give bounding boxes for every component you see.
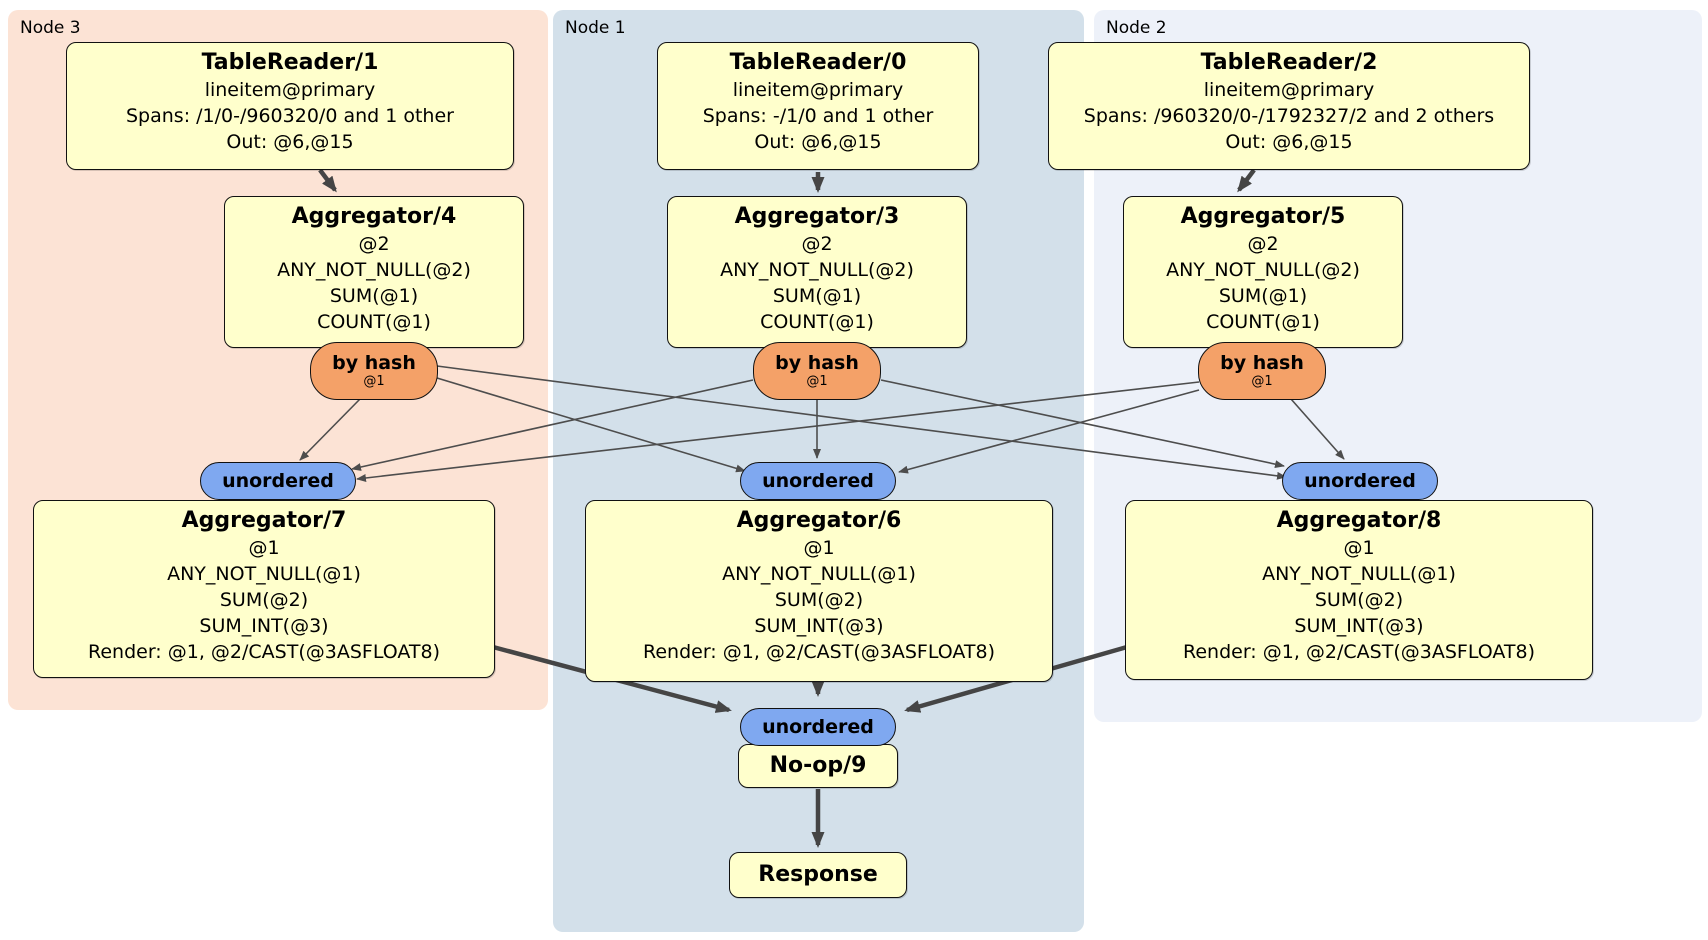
stream-unordered-center: unordered xyxy=(740,462,896,500)
stream-unordered-left: unordered xyxy=(200,462,356,500)
box-tablereader-2: TableReader/2 lineitem@primary Spans: /9… xyxy=(1048,42,1530,170)
box-line: SUM(@1) xyxy=(329,285,419,307)
box-line: SUM(@2) xyxy=(774,589,864,611)
router-label: by hash xyxy=(1220,352,1304,374)
stream-label: unordered xyxy=(222,470,334,492)
region-node-2-label: Node 2 xyxy=(1106,18,1167,38)
box-line: ANY_NOT_NULL(@2) xyxy=(277,259,471,281)
box-line: ANY_NOT_NULL(@1) xyxy=(722,563,916,585)
router-label: by hash xyxy=(332,352,416,374)
box-title: Aggregator/6 xyxy=(736,508,902,533)
box-line: Spans: /960320/0-/1792327/2 and 2 others xyxy=(1083,105,1495,127)
box-aggregator-3: Aggregator/3 @2 ANY_NOT_NULL(@2) SUM(@1)… xyxy=(667,196,967,348)
stream-unordered-right: unordered xyxy=(1282,462,1438,500)
box-title: Aggregator/8 xyxy=(1276,508,1442,533)
box-title: Aggregator/4 xyxy=(291,204,457,229)
box-line: SUM_INT(@3) xyxy=(199,615,329,637)
box-line: COUNT(@1) xyxy=(317,311,431,333)
router-by-hash-left: by hash @1 xyxy=(310,342,438,400)
box-line: SUM_INT(@3) xyxy=(754,615,884,637)
box-line: SUM(@1) xyxy=(1218,285,1308,307)
box-line: Render: @1, @2/CAST(@3ASFLOAT8) xyxy=(643,641,995,663)
box-title: Aggregator/7 xyxy=(181,508,347,533)
box-line: SUM(@2) xyxy=(1314,589,1404,611)
box-title: TableReader/0 xyxy=(729,50,907,75)
box-line: SUM(@1) xyxy=(772,285,862,307)
box-tablereader-0: TableReader/0 lineitem@primary Spans: -/… xyxy=(657,42,979,170)
router-by-hash-center: by hash @1 xyxy=(753,342,881,400)
box-line: @1 xyxy=(248,537,280,559)
box-line: @1 xyxy=(803,537,835,559)
box-line: ANY_NOT_NULL(@2) xyxy=(720,259,914,281)
box-aggregator-6: Aggregator/6 @1 ANY_NOT_NULL(@1) SUM(@2)… xyxy=(585,500,1053,682)
box-title: Aggregator/3 xyxy=(734,204,900,229)
hash-key-label: @1 xyxy=(1251,374,1273,389)
router-label: by hash xyxy=(775,352,859,374)
hash-key-label: @1 xyxy=(806,374,828,389)
box-line: Spans: /1/0-/960320/0 and 1 other xyxy=(126,105,454,127)
box-tablereader-1: TableReader/1 lineitem@primary Spans: /1… xyxy=(66,42,514,170)
box-title: No-op/9 xyxy=(769,753,867,778)
router-by-hash-right: by hash @1 xyxy=(1198,342,1326,400)
box-line: lineitem@primary xyxy=(1203,79,1375,101)
box-title: Response xyxy=(758,862,878,887)
region-node-3-label: Node 3 xyxy=(20,18,81,38)
box-line: Render: @1, @2/CAST(@3ASFLOAT8) xyxy=(1183,641,1535,663)
box-line: @1 xyxy=(1343,537,1375,559)
box-line: ANY_NOT_NULL(@2) xyxy=(1166,259,1360,281)
box-aggregator-7: Aggregator/7 @1 ANY_NOT_NULL(@1) SUM(@2)… xyxy=(33,500,495,678)
stream-label: unordered xyxy=(1304,470,1416,492)
box-line: Render: @1, @2/CAST(@3ASFLOAT8) xyxy=(88,641,440,663)
box-line: Out: @6,@15 xyxy=(754,131,882,153)
box-line: SUM(@2) xyxy=(219,589,309,611)
region-node-1-label: Node 1 xyxy=(565,18,626,38)
stream-unordered-final: unordered xyxy=(740,708,896,746)
hash-key-label: @1 xyxy=(363,374,385,389)
box-line: COUNT(@1) xyxy=(1206,311,1320,333)
box-line: lineitem@primary xyxy=(732,79,904,101)
box-line: COUNT(@1) xyxy=(760,311,874,333)
stream-label: unordered xyxy=(762,470,874,492)
box-line: ANY_NOT_NULL(@1) xyxy=(167,563,361,585)
router-stream-edges xyxy=(299,365,1345,482)
box-aggregator-8: Aggregator/8 @1 ANY_NOT_NULL(@1) SUM(@2)… xyxy=(1125,500,1593,680)
box-noop-9: No-op/9 xyxy=(738,744,898,788)
box-line: @2 xyxy=(801,233,833,255)
box-line: Out: @6,@15 xyxy=(1225,131,1353,153)
box-response: Response xyxy=(729,852,907,898)
box-line: Out: @6,@15 xyxy=(226,131,354,153)
box-line: @2 xyxy=(1247,233,1279,255)
box-line: lineitem@primary xyxy=(204,79,376,101)
box-title: TableReader/2 xyxy=(1200,50,1378,75)
box-line: @2 xyxy=(358,233,390,255)
box-title: TableReader/1 xyxy=(201,50,379,75)
box-title: Aggregator/5 xyxy=(1180,204,1346,229)
box-line: ANY_NOT_NULL(@1) xyxy=(1262,563,1456,585)
box-aggregator-5: Aggregator/5 @2 ANY_NOT_NULL(@2) SUM(@1)… xyxy=(1123,196,1403,348)
box-line: Spans: -/1/0 and 1 other xyxy=(702,105,934,127)
stream-label: unordered xyxy=(762,716,874,738)
box-aggregator-4: Aggregator/4 @2 ANY_NOT_NULL(@2) SUM(@1)… xyxy=(224,196,524,348)
box-line: SUM_INT(@3) xyxy=(1294,615,1424,637)
